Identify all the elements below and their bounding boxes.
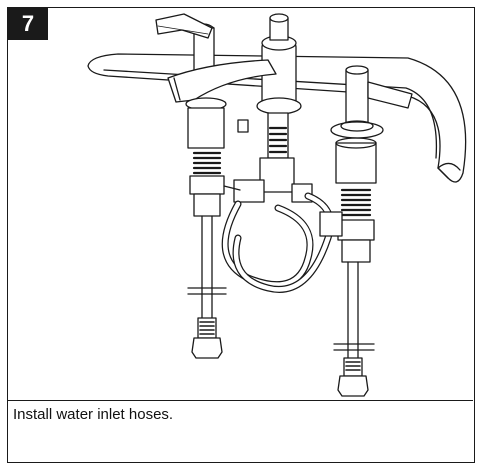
instruction-text: Install water inlet hoses. <box>13 406 174 423</box>
instruction-step-panel: 7 Install water inlet hoses. <box>7 7 475 463</box>
faucet-hose-installation-illustration <box>87 13 467 397</box>
step-number-badge: 7 <box>8 8 48 40</box>
section-divider <box>8 400 473 401</box>
